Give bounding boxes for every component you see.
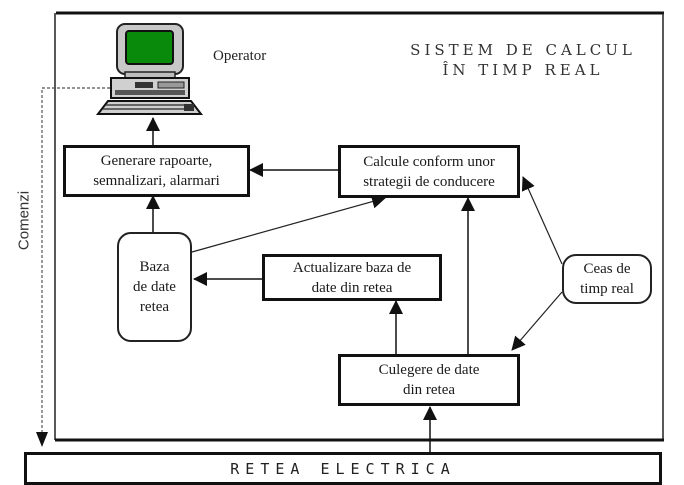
system-boundary [54,11,664,442]
node-calcule-strategii: Calcule conform unor strategii de conduc… [338,145,520,198]
node-culegere-label: Culegere de date din retea [378,362,480,398]
node-ceas-label: Ceas de timp real [580,261,634,297]
node-retea-electrica: RETEA ELECTRICA [24,452,662,485]
node-ceas-timp-real: Ceas de timp real [562,254,652,304]
node-actualizare-label: Actualizare baza de date din retea [292,259,412,296]
commands-label: Comenzi [15,190,33,251]
node-generare-rapoarte: Generare rapoarte, semnalizari, alarmari [63,145,250,197]
node-retea-label: RETEA ELECTRICA [230,459,456,478]
edge-ceas-calcule [521,176,563,265]
edge-baza-calcule [191,194,386,253]
commands-line [36,87,110,447]
node-baza-label: Baza de date retea [133,259,176,315]
edge-ceas-culegere [511,291,563,351]
node-baza-de-date: Baza de date retea [117,232,192,342]
node-generare-label: Generare rapoarte, semnalizari, alarmari [93,153,220,189]
computer-terminal-icon [95,23,204,115]
node-actualizare-baza: Actualizare baza de date din retea [262,254,442,301]
node-culegere-date: Culegere de date din retea [338,354,520,406]
system-title: SISTEM DE CALCUL ÎN TIMP REAL [410,41,636,79]
operator-label: Operator [213,48,267,64]
node-calcule-label: Calcule conform unor strategii de conduc… [363,153,495,190]
